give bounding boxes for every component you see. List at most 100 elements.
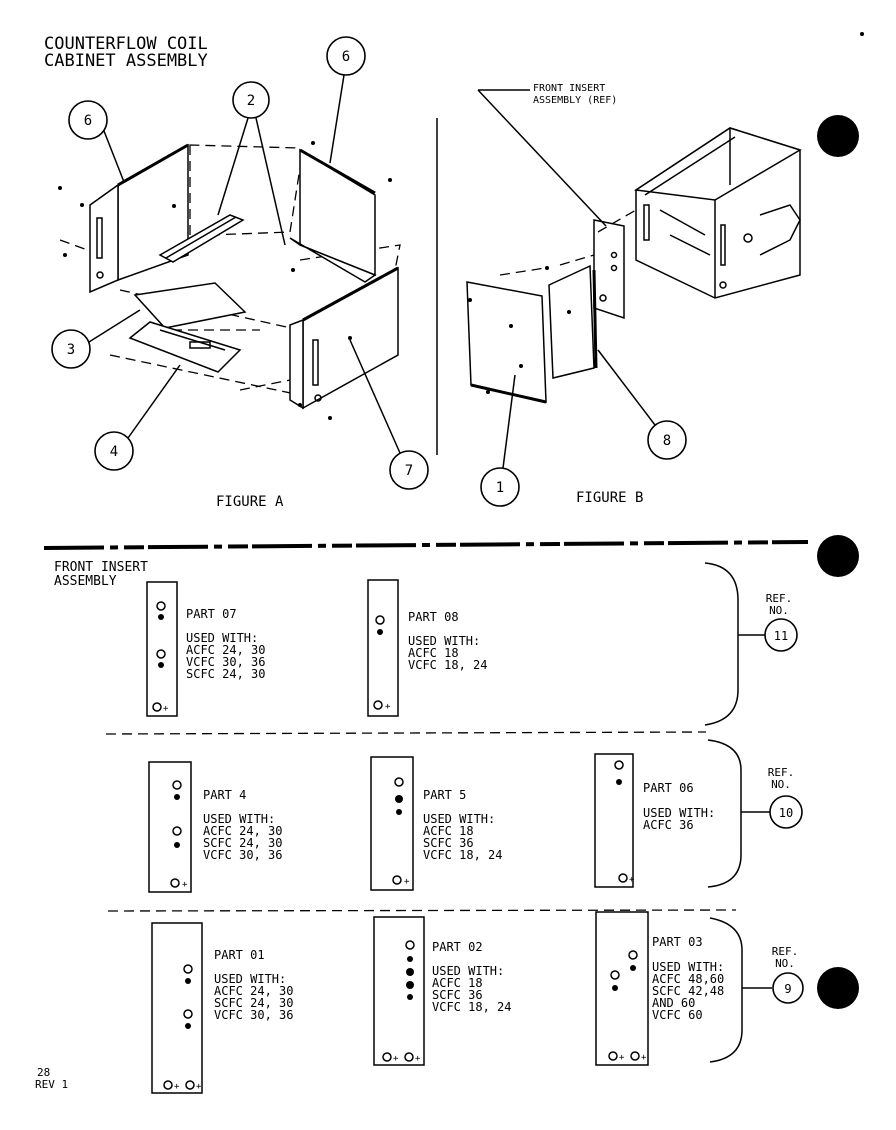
part-07-used-with: USED WITH: — [186, 631, 258, 645]
diagram-title-line1: COUNTERFLOW COIL — [44, 34, 208, 54]
front-insert-ref-line2: ASSEMBLY (REF) — [533, 95, 617, 106]
page-number: 28 — [37, 1066, 50, 1079]
part-07-model-1: ACFC 24, 30 — [186, 643, 265, 657]
ref-no-label-line1-row2: REF. — [768, 766, 795, 779]
part-02-model-2: SCFC 36 — [432, 988, 483, 1002]
part-01-model-1: ACFC 24, 30 — [214, 984, 293, 998]
part-07-model-2: VCFC 30, 36 — [186, 655, 265, 669]
svg-text:+: + — [385, 702, 391, 712]
callout-8-label: 8 — [663, 433, 671, 449]
svg-text:+: + — [163, 704, 169, 714]
svg-text:+: + — [174, 1082, 180, 1092]
part-5-used-with: USED WITH: — [423, 812, 495, 826]
part-02-model-1: ACFC 18 — [432, 976, 483, 990]
part-5-model-2: SCFC 36 — [423, 836, 474, 850]
front-insert-ref-note: FRONT INSERT ASSEMBLY (REF) — [477, 83, 617, 227]
svg-text:+: + — [619, 1053, 625, 1063]
part-02-block: + + PART 02 USED WITH: ACFC 18 SCFC 36 V… — [373, 916, 511, 1066]
callout-6-left-label: 6 — [84, 113, 92, 129]
part-4-model-1: ACFC 24, 30 — [203, 824, 282, 838]
binder-hole-top — [817, 115, 859, 157]
ref-9-label: 9 — [784, 982, 791, 996]
svg-text:+: + — [404, 877, 410, 887]
part-03-model-4: VCFC 60 — [652, 1008, 703, 1022]
ref-10-label: 10 — [779, 806, 793, 820]
figure-a-drawing — [58, 141, 401, 420]
binder-hole-middle — [817, 535, 859, 577]
callout-3-label: 3 — [67, 342, 75, 358]
svg-text:+: + — [641, 1053, 647, 1063]
callout-1-label: 1 — [496, 480, 504, 496]
callout-8: 8 — [597, 349, 687, 460]
svg-text:+: + — [196, 1082, 202, 1092]
part-03-model-3: AND 60 — [652, 996, 695, 1010]
section-title-line1: FRONT INSERT — [54, 560, 148, 575]
part-01-title: PART 01 — [214, 948, 265, 962]
ref-11-label: 11 — [774, 629, 788, 643]
figure-b-drawing — [466, 127, 802, 404]
section-title-line2: ASSEMBLY — [54, 574, 117, 589]
part-02-used-with: USED WITH: — [432, 964, 504, 978]
svg-text:+: + — [415, 1054, 421, 1064]
ref-no-label-line2-row3: NO. — [775, 957, 795, 970]
part-03-used-with: USED WITH: — [652, 960, 724, 974]
part-01-used-with: USED WITH: — [214, 972, 286, 986]
callout-3: 3 — [51, 309, 141, 369]
svg-text:+: + — [629, 875, 635, 885]
part-4-model-3: VCFC 30, 36 — [203, 848, 282, 862]
speck-mark — [860, 32, 864, 36]
revision-label: REV 1 — [35, 1078, 68, 1091]
ref-10-group: REF. NO. 10 — [707, 739, 803, 888]
part-03-model-1: ACFC 48,60 — [652, 972, 724, 986]
part-07-title: PART 07 — [186, 607, 237, 621]
part-01-model-3: VCFC 30, 36 — [214, 1008, 293, 1022]
binder-hole-bottom — [817, 967, 859, 1009]
part-02-title: PART 02 — [432, 940, 483, 954]
ref-no-label-line1-row1: REF. — [766, 592, 793, 605]
part-06-title: PART 06 — [643, 781, 694, 795]
callout-7-label: 7 — [405, 463, 413, 479]
part-03-model-2: SCFC 42,48 — [652, 984, 724, 998]
figure-b-label: FIGURE B — [576, 490, 643, 506]
ref-11-group: REF. NO. 11 — [704, 562, 798, 726]
callout-1: 1 — [480, 374, 520, 507]
ref-no-label-line2-row2: NO. — [771, 778, 791, 791]
callout-2-label: 2 — [247, 93, 255, 109]
ref-no-label-line1-row3: REF. — [772, 945, 799, 958]
diagram-title-line2: CABINET ASSEMBLY — [44, 51, 208, 71]
ref-9-group: REF. NO. 9 — [709, 917, 804, 1063]
part-03-title: PART 03 — [652, 935, 703, 949]
callout-6-right-label: 6 — [342, 49, 350, 65]
ref-no-label-line2-row1: NO. — [769, 604, 789, 617]
part-08-model-1: ACFC 18 — [408, 646, 459, 660]
part-07-model-3: SCFC 24, 30 — [186, 667, 265, 681]
row-separator-2 — [107, 909, 737, 912]
part-06-block: + PART 06 USED WITH: ACFC 36 — [594, 753, 715, 888]
part-01-model-2: SCFC 24, 30 — [214, 996, 293, 1010]
svg-text:+: + — [393, 1054, 399, 1064]
callout-6-right: 6 — [326, 36, 366, 164]
figure-a-label: FIGURE A — [216, 494, 284, 510]
part-03-block: + + PART 03 USED WITH: ACFC 48,60 SCFC 4… — [595, 911, 724, 1066]
part-5-title: PART 5 — [423, 788, 466, 802]
part-06-used-with: USED WITH: — [643, 806, 715, 820]
part-5-block: + PART 5 USED WITH: ACFC 18 SCFC 36 VCFC… — [370, 756, 502, 891]
svg-text:+: + — [182, 880, 188, 890]
part-4-block: + PART 4 USED WITH: ACFC 24, 30 SCFC 24,… — [148, 761, 282, 893]
part-5-model-3: VCFC 18, 24 — [423, 848, 502, 862]
callout-4: 4 — [94, 364, 181, 471]
section-separator — [43, 540, 809, 550]
part-4-title: PART 4 — [203, 788, 246, 802]
callout-2: 2 — [217, 81, 286, 246]
part-08-block: + PART 08 USED WITH: ACFC 18 VCFC 18, 24 — [367, 579, 487, 717]
callout-4-label: 4 — [110, 444, 118, 460]
part-5-model-1: ACFC 18 — [423, 824, 474, 838]
part-4-model-2: SCFC 24, 30 — [203, 836, 282, 850]
part-01-block: + + PART 01 USED WITH: ACFC 24, 30 SCFC … — [151, 922, 293, 1094]
callout-7: 7 — [349, 339, 429, 490]
part-4-used-with: USED WITH: — [203, 812, 275, 826]
part-07-block: + PART 07 USED WITH: ACFC 24, 30 VCFC 30… — [146, 581, 265, 717]
part-08-title: PART 08 — [408, 610, 459, 624]
front-insert-ref-line1: FRONT INSERT — [533, 83, 605, 94]
